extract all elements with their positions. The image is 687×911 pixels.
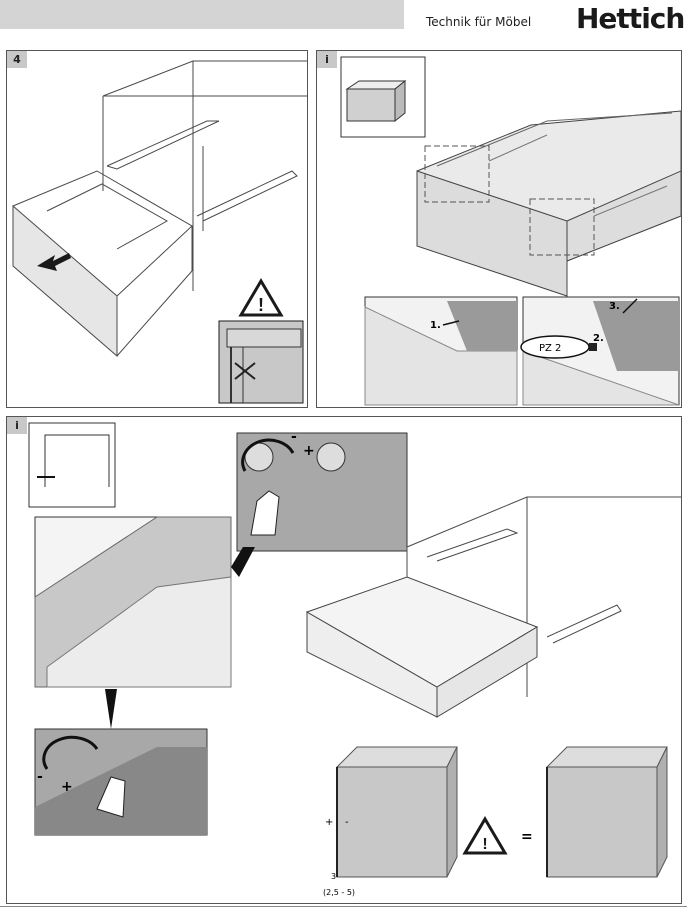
step-2-label: 2. <box>593 333 604 344</box>
step-3-label: 3. <box>609 301 620 312</box>
header-subtitle: Technik für Möbel <box>426 15 532 29</box>
svg-text:!: ! <box>482 836 487 853</box>
tool-label: PZ 2 <box>539 343 561 354</box>
hand-icon <box>250 490 280 536</box>
brand-logo: Hettich <box>576 2 685 35</box>
gap-value: 3 <box>331 872 336 881</box>
hand-icon <box>96 776 126 818</box>
gap-range: (2,5 - 5) <box>323 888 355 897</box>
header-bar <box>0 0 404 29</box>
step-number-tag: 4 <box>7 51 27 68</box>
plus-sign: + <box>325 817 333 828</box>
minus-sign: - <box>345 817 349 828</box>
side-adjustment-illustration: - + - + + <box>28 422 681 897</box>
plus-sign: + <box>61 779 73 795</box>
screwdriver-icon <box>520 335 597 359</box>
drawer-adjustment-illustration: 1. PZ 2 2. 3. <box>340 56 681 406</box>
panel-info-side-adjustment: i - + - + <box>6 416 682 904</box>
arrow-icon <box>37 253 71 271</box>
info-tag: i <box>317 51 337 68</box>
drawer-insertion-illustration: ! <box>12 60 307 404</box>
minus-sign: - <box>291 429 297 445</box>
warning-icon: ! <box>462 816 508 855</box>
plus-sign: + <box>303 443 315 459</box>
footer-rule <box>0 906 687 907</box>
svg-text:!: ! <box>258 295 264 315</box>
info-tag: i <box>7 417 27 434</box>
equal-sign: = <box>521 829 533 845</box>
step-1-label: 1. <box>430 320 441 331</box>
rotate-icon <box>42 735 99 770</box>
panel-info-adjustment: i 1. PZ 2 2. 3. <box>316 50 682 408</box>
rotate-icon <box>241 438 295 472</box>
warning-icon: ! <box>238 278 284 317</box>
panel-step-4: 4 ! <box>6 50 308 408</box>
minus-sign: - <box>37 769 43 785</box>
